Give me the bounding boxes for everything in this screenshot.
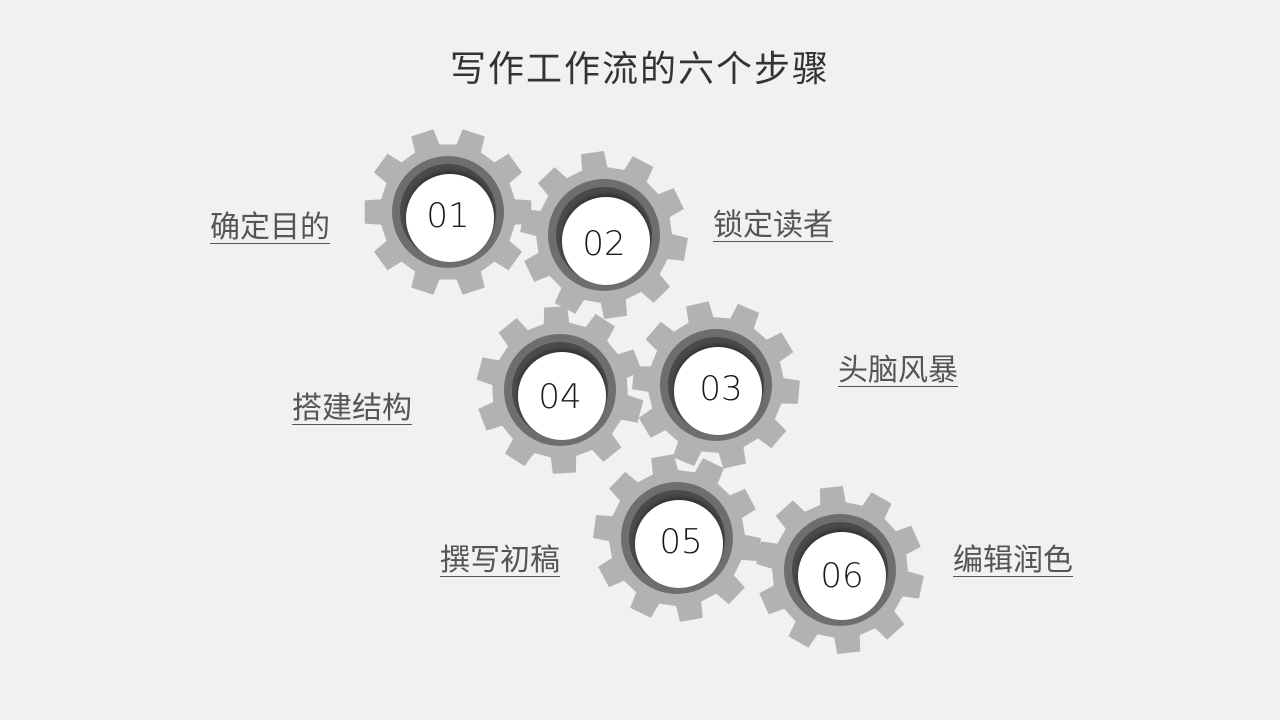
gear-03: 03: [632, 301, 800, 469]
gear-center: [798, 532, 886, 620]
gear-02: 02: [520, 151, 688, 319]
gear-01: 01: [364, 129, 532, 295]
gear-center: [518, 352, 606, 440]
step-label-04[interactable]: 搭建结构: [292, 391, 412, 426]
gear-number-03: 03: [699, 369, 742, 409]
gear-center: [562, 197, 650, 285]
gear-center: [406, 174, 494, 262]
gear-number-01: 01: [426, 196, 469, 236]
gear-center: [635, 500, 723, 588]
step-label-01[interactable]: 确定目的: [210, 210, 330, 245]
gear-number-05: 05: [659, 522, 702, 562]
gear-number-06: 06: [820, 556, 863, 596]
gear-04: 04: [476, 306, 644, 474]
gear-center: [674, 347, 762, 435]
step-label-06[interactable]: 编辑润色: [953, 543, 1073, 578]
step-label-05[interactable]: 撰写初稿: [440, 543, 560, 578]
page-title: 写作工作流的六个步骤: [449, 49, 830, 90]
gear-number-02: 02: [582, 224, 625, 264]
gear-06: 06: [756, 486, 924, 654]
step-label-02[interactable]: 锁定读者: [713, 208, 833, 243]
gear-05: 05: [593, 454, 761, 622]
step-label-03[interactable]: 头脑风暴: [838, 353, 958, 388]
gear-number-04: 04: [538, 377, 581, 417]
